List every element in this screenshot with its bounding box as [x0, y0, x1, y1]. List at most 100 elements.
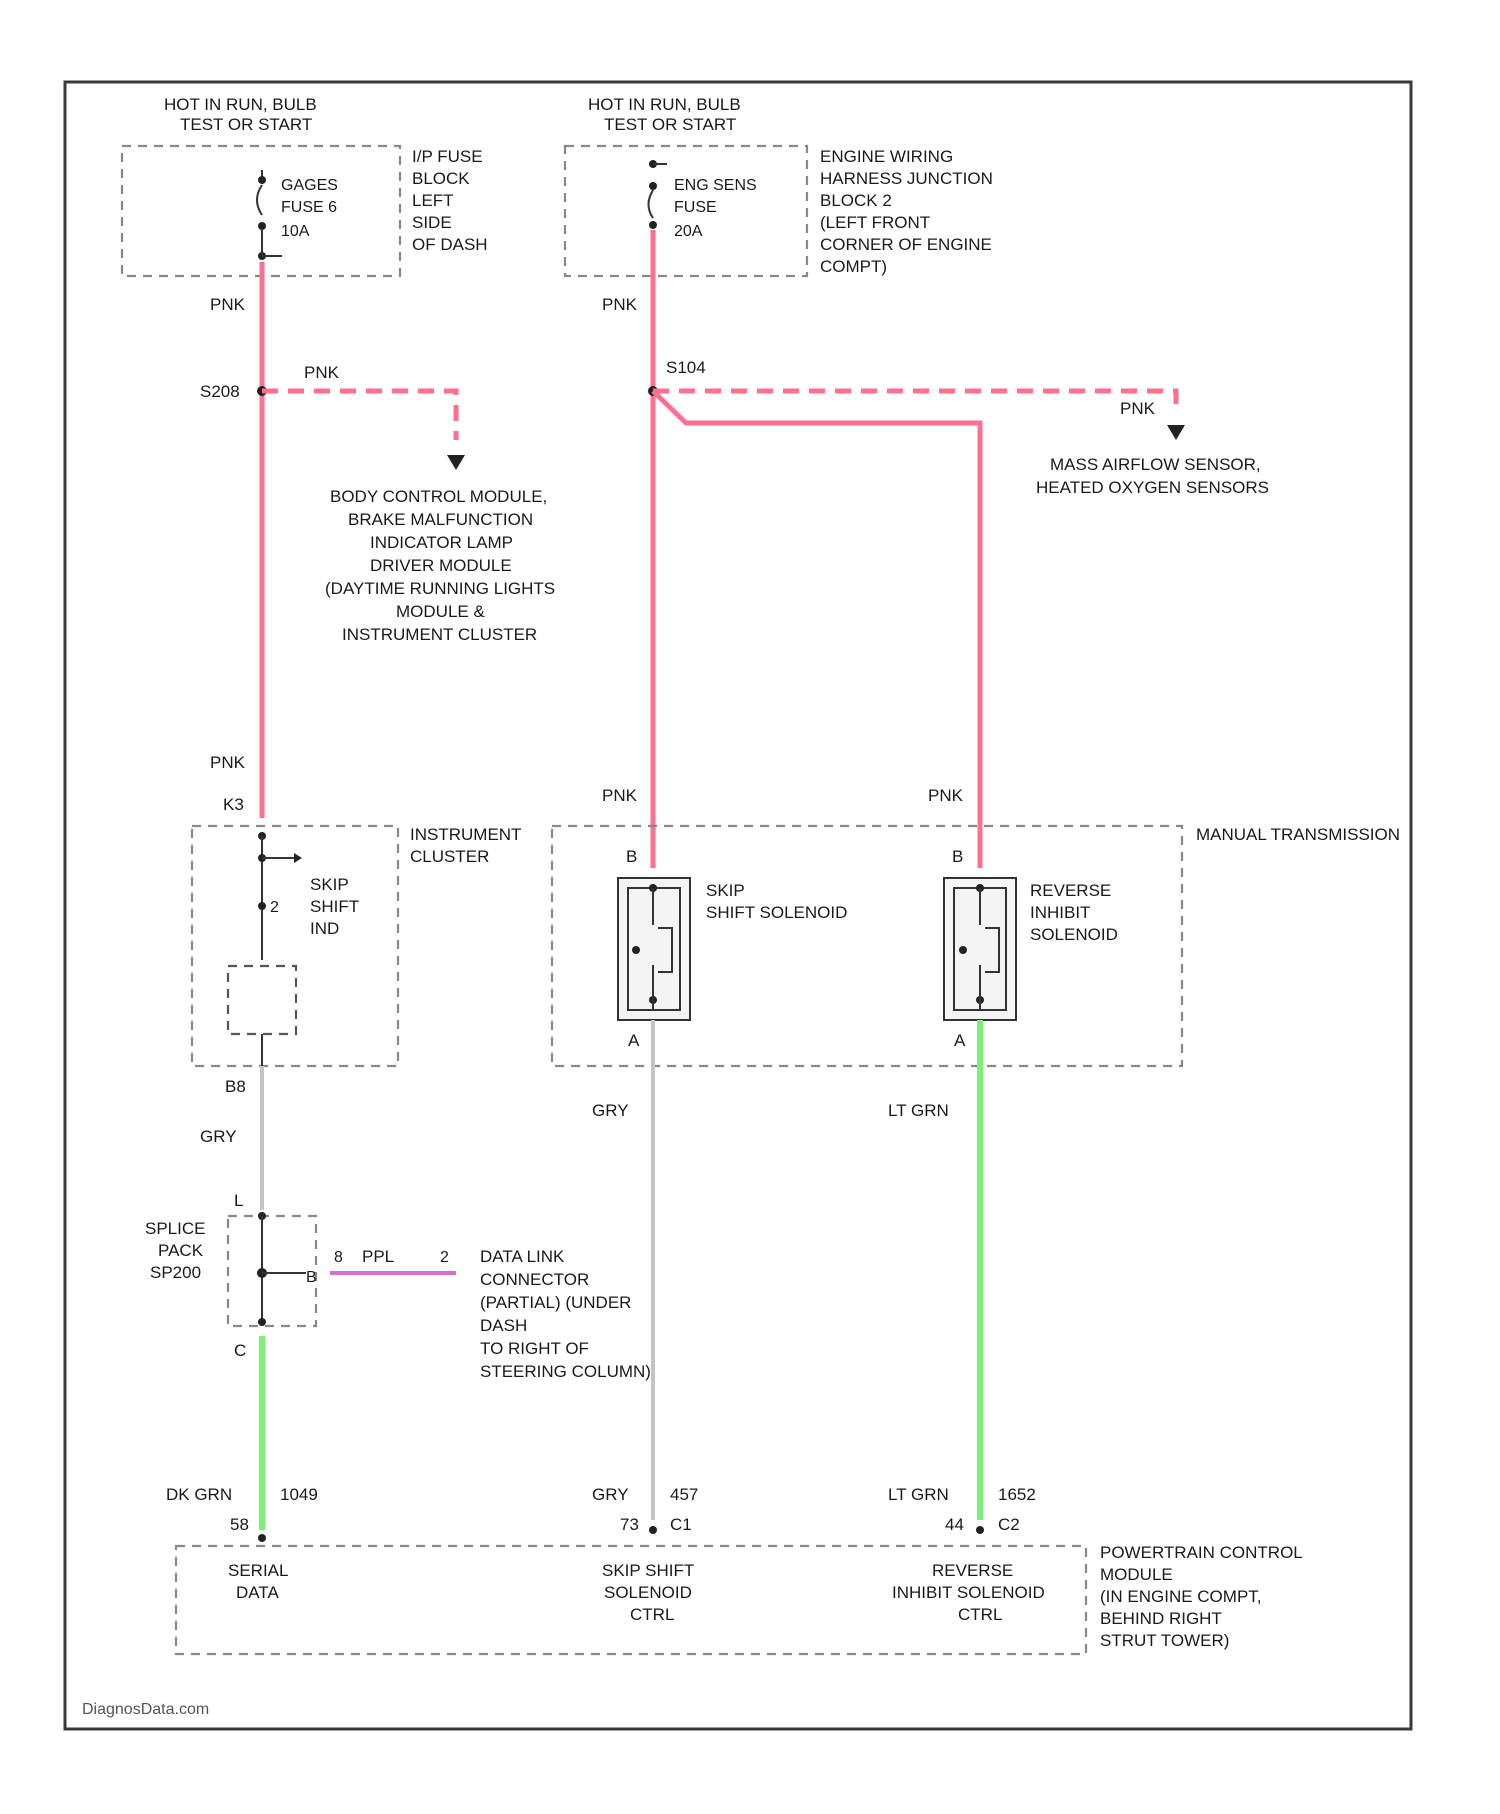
- pcm-conn-c1: C1: [670, 1515, 692, 1534]
- wire-label-ppl: PPL: [362, 1247, 394, 1266]
- wire-label-pnk-7: PNK: [928, 786, 964, 805]
- skip-shift-indicator: [228, 966, 296, 1034]
- splice-pack-label-line1: SPLICE: [145, 1219, 205, 1238]
- dlc-pin-right: 2: [440, 1249, 449, 1266]
- dlc-label-line5: TO RIGHT OF: [480, 1339, 589, 1358]
- wire-label-gry-1: GRY: [200, 1127, 237, 1146]
- pcm-pin-serial: 58: [230, 1515, 249, 1534]
- dest-left-line6: MODULE &: [396, 602, 485, 621]
- pcm-label-line4: BEHIND RIGHT: [1100, 1609, 1222, 1628]
- wire-label-gry-2: GRY: [592, 1101, 629, 1120]
- fuse-right-label-line3: 20A: [674, 223, 703, 240]
- fuse-left-location-line4: SIDE: [412, 213, 452, 232]
- splice-pack-pin-b: B: [306, 1269, 317, 1286]
- fuse-right-location-line6: COMPT): [820, 257, 887, 276]
- wire-circuit-457: 457: [670, 1485, 698, 1504]
- pcm-label-line2: MODULE: [1100, 1565, 1173, 1584]
- splice-label-left: S208: [200, 382, 240, 401]
- skip-solenoid-label-line1: SKIP: [706, 881, 745, 900]
- dest-left-line1: BODY CONTROL MODULE,: [330, 487, 547, 506]
- splice-pack-sp200: [228, 1216, 316, 1326]
- skip-solenoid-pin-b: B: [626, 847, 637, 866]
- dest-right-line2: HEATED OXYGEN SENSORS: [1036, 478, 1269, 497]
- fuse-right-label-line1: ENG SENS: [674, 177, 757, 194]
- pcm-serial-line1: SERIAL: [228, 1561, 288, 1580]
- skip-solenoid-label-line2: SHIFT SOLENOID: [706, 903, 847, 922]
- cluster-label-line1: INSTRUMENT: [410, 825, 521, 844]
- pcm-skip-line1: SKIP SHIFT: [602, 1561, 694, 1580]
- fuse-left-label-line1: GAGES: [281, 177, 338, 194]
- fuse-right-location-line5: CORNER OF ENGINE: [820, 235, 992, 254]
- watermark: DiagnosData.com: [82, 1701, 209, 1718]
- wire-circuit-1049: 1049: [280, 1485, 318, 1504]
- pcm-rev-line1: REVERSE: [932, 1561, 1013, 1580]
- fuse-left-location-line5: OF DASH: [412, 235, 488, 254]
- wire-label-pnk-3: PNK: [602, 295, 638, 314]
- pcm-conn-c2: C2: [998, 1515, 1020, 1534]
- dlc-label-line6: STEERING COLUMN): [480, 1362, 651, 1381]
- pcm-label-line3: (IN ENGINE COMPT,: [1100, 1587, 1262, 1606]
- pcm-label-line5: STRUT TOWER): [1100, 1631, 1229, 1650]
- pcm-rev-line2: INHIBIT SOLENOID: [892, 1583, 1045, 1602]
- fuse-left-location-line3: LEFT: [412, 191, 454, 210]
- wire-label-pnk-2: PNK: [304, 363, 340, 382]
- fuse-right-location-line3: BLOCK 2: [820, 191, 892, 210]
- wire-circuit-1652: 1652: [998, 1485, 1036, 1504]
- transmission-label: MANUAL TRANSMISSION: [1196, 825, 1400, 844]
- fuse-left-source-line1: HOT IN RUN, BULB: [164, 95, 317, 114]
- reverse-solenoid-label-line2: INHIBIT: [1030, 903, 1090, 922]
- dest-left-line5: (DAYTIME RUNNING LIGHTS: [325, 579, 555, 598]
- dlc-label-line2: CONNECTOR: [480, 1270, 589, 1289]
- reverse-solenoid-label-line3: SOLENOID: [1030, 925, 1118, 944]
- wire-label-dkgrn: DK GRN: [166, 1485, 232, 1504]
- wire-label-pnk-4: PNK: [1120, 399, 1156, 418]
- wire-label-pnk-1: PNK: [210, 295, 246, 314]
- wire-label-ltgrn-1: LT GRN: [888, 1101, 949, 1120]
- cluster-pin-top: K3: [223, 795, 244, 814]
- pcm-serial-line2: DATA: [236, 1583, 279, 1602]
- cluster-pin-bottom: B8: [225, 1077, 246, 1096]
- fuse-right-source-line1: HOT IN RUN, BULB: [588, 95, 741, 114]
- dest-left-line2: BRAKE MALFUNCTION: [348, 510, 533, 529]
- pcm-skip-line2: SOLENOID: [604, 1583, 692, 1602]
- pcm-pin-skip: 73: [620, 1515, 639, 1534]
- fuse-left-location-line1: I/P FUSE: [412, 147, 483, 166]
- fuse-left-source-line2: TEST OR START: [180, 115, 312, 134]
- wire-pink-left-branch: [262, 391, 456, 440]
- dest-left-line4: DRIVER MODULE: [370, 556, 512, 575]
- wire-label-pnk-6: PNK: [602, 786, 638, 805]
- wire-label-ltgrn-2: LT GRN: [888, 1485, 949, 1504]
- fuse-right-location-line4: (LEFT FRONT: [820, 213, 930, 232]
- dest-left-line3: INDICATOR LAMP: [370, 533, 513, 552]
- fuse-right-label-line2: FUSE: [674, 199, 717, 216]
- dlc-label-line3: (PARTIAL) (UNDER: [480, 1293, 631, 1312]
- cluster-dot-marker: 2: [270, 899, 279, 916]
- dlc-label-line4: DASH: [480, 1316, 527, 1335]
- dlc-label-line1: DATA LINK: [480, 1247, 565, 1266]
- reverse-solenoid-pin-a: A: [954, 1031, 966, 1050]
- splice-pack-pin-c: C: [234, 1341, 246, 1360]
- reverse-solenoid-pin-b: B: [952, 847, 963, 866]
- splice-pack-label-line3: SP200: [150, 1263, 201, 1282]
- wire-label-gry-3: GRY: [592, 1485, 629, 1504]
- dest-left-line7: INSTRUMENT CLUSTER: [342, 625, 537, 644]
- skip-shift-ind-line2: SHIFT: [310, 897, 359, 916]
- skip-shift-ind-line3: IND: [310, 919, 339, 938]
- splice-label-right: S104: [666, 358, 706, 377]
- wire-label-pnk-5: PNK: [210, 753, 246, 772]
- skip-solenoid-pin-a: A: [628, 1031, 640, 1050]
- skip-shift-ind-line1: SKIP: [310, 875, 349, 894]
- cluster-label-line2: CLUSTER: [410, 847, 489, 866]
- reverse-solenoid-label-line1: REVERSE: [1030, 881, 1111, 900]
- fuse-left-location-line2: BLOCK: [412, 169, 470, 188]
- splice-pack-label-line2: PACK: [158, 1241, 204, 1260]
- pcm-rev-line3: CTRL: [958, 1605, 1002, 1624]
- fuse-right-location-line2: HARNESS JUNCTION: [820, 169, 993, 188]
- dlc-pin-left: 8: [334, 1249, 343, 1266]
- pcm-label-line1: POWERTRAIN CONTROL: [1100, 1543, 1303, 1562]
- dest-right-line1: MASS AIRFLOW SENSOR,: [1050, 455, 1261, 474]
- fuse-right-location-line1: ENGINE WIRING: [820, 147, 953, 166]
- wire-pink-right-branch: [653, 391, 1176, 410]
- fuse-right-source-line2: TEST OR START: [604, 115, 736, 134]
